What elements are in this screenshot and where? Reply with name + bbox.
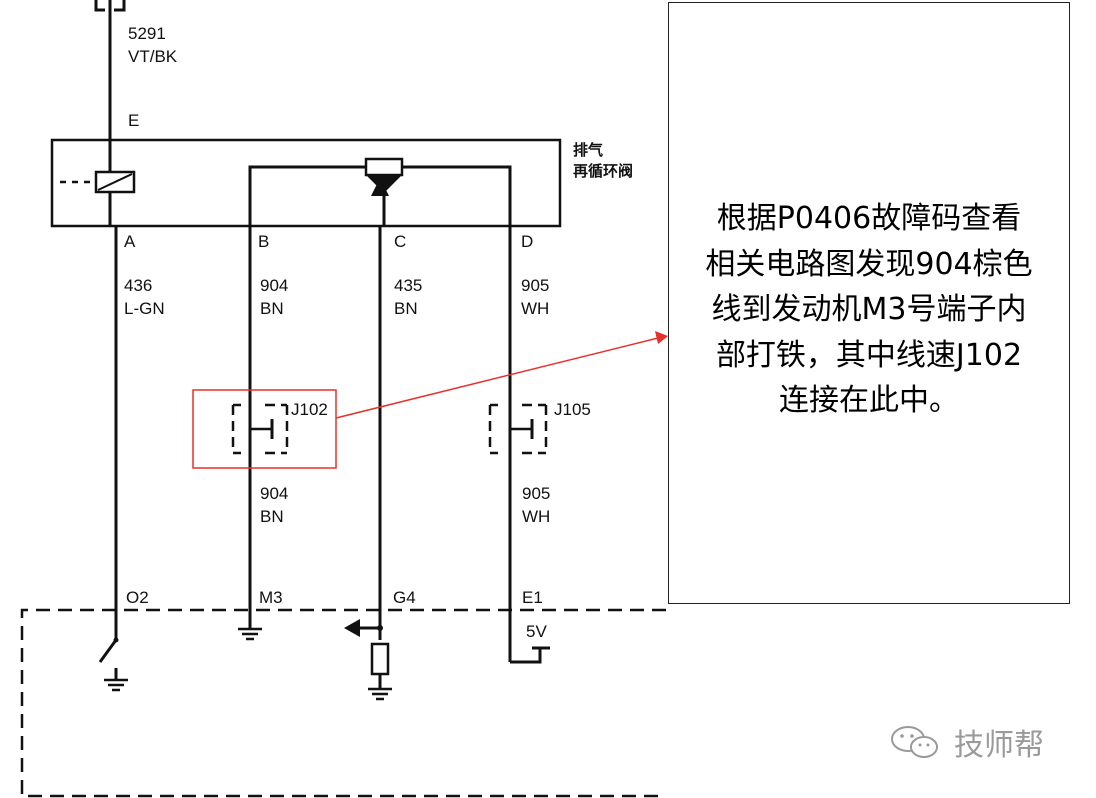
ecm-pin-m3: M3 <box>259 588 283 607</box>
ecm-pin-e1: E1 <box>522 588 543 607</box>
g4-resistor <box>370 642 390 676</box>
callout-arrow-head <box>655 331 668 344</box>
component-name-line2: 再循环阀 <box>573 162 634 180</box>
wire-c-number: 435 <box>394 276 423 295</box>
e1-voltage: 5V <box>526 622 547 641</box>
wire-d-color: WH <box>521 299 550 318</box>
watermark-text: 技师帮 <box>954 728 1044 763</box>
pin-c: C <box>394 232 407 251</box>
wire-a-color: L-GN <box>124 299 165 318</box>
diagram-lines <box>20 0 666 798</box>
wire-a-number: 436 <box>124 276 153 295</box>
pot-lead-b <box>248 165 366 226</box>
solenoid-coil <box>94 170 136 194</box>
callout-arrow-line <box>335 337 659 419</box>
pin-e: E <box>128 111 140 130</box>
wire-435-arrow <box>371 178 389 196</box>
wire-b-lower-number: 904 <box>260 484 289 503</box>
component-name-line1: 排气 <box>573 141 604 159</box>
wechat-icon <box>891 726 938 758</box>
e1-5v-line <box>510 648 542 664</box>
wire-b-number: 904 <box>260 276 289 295</box>
o2-switch-blade <box>98 639 118 663</box>
egr-valve-box <box>50 138 562 228</box>
wire-top-color: VT/BK <box>128 47 178 66</box>
potentiometer <box>364 157 404 177</box>
wire-d-lower-color: WH <box>522 507 551 526</box>
wire-c-color: BN <box>394 299 418 318</box>
ground-m3-icon <box>238 627 262 641</box>
pot-lead-d <box>402 165 512 226</box>
wire-b-lower-color: BN <box>260 507 284 526</box>
o2-switch-pivot <box>113 637 119 643</box>
top-connector <box>94 0 126 12</box>
pin-b: B <box>258 232 270 251</box>
wire-b-color: BN <box>260 299 284 318</box>
ground-o2-icon <box>104 678 128 692</box>
ecm-boundary <box>20 608 666 798</box>
splice-j105-bracket <box>488 403 548 455</box>
j102-highlight-box <box>192 389 337 469</box>
wire-d-number: 905 <box>521 276 550 295</box>
wire-top-number: 5291 <box>128 24 166 43</box>
splice-j105-label: J105 <box>554 400 591 419</box>
ground-g4-icon <box>368 687 392 701</box>
ecm-pin-g4: G4 <box>393 588 416 607</box>
g4-junction <box>377 625 383 631</box>
g4-output-arrow <box>344 619 360 637</box>
wire-d-lower-number: 905 <box>522 484 551 503</box>
solenoid-slash <box>97 173 133 191</box>
annotation-box: 根据P0406故障码查看 相关电路图发现904棕色 线到发动机M3号端子内 部打… <box>668 2 1070 604</box>
ecm-pin-o2: O2 <box>126 588 149 607</box>
pin-d: D <box>521 232 534 251</box>
watermark: 技师帮 <box>888 722 1044 763</box>
pin-a: A <box>124 232 136 251</box>
splice-j102-bracket <box>231 403 289 455</box>
annotation-text: 根据P0406故障码查看 相关电路图发现904棕色 线到发动机M3号端子内 部打… <box>705 201 1033 418</box>
pot-wiper-arrow <box>366 175 402 193</box>
splice-j102-label: J102 <box>291 400 328 419</box>
